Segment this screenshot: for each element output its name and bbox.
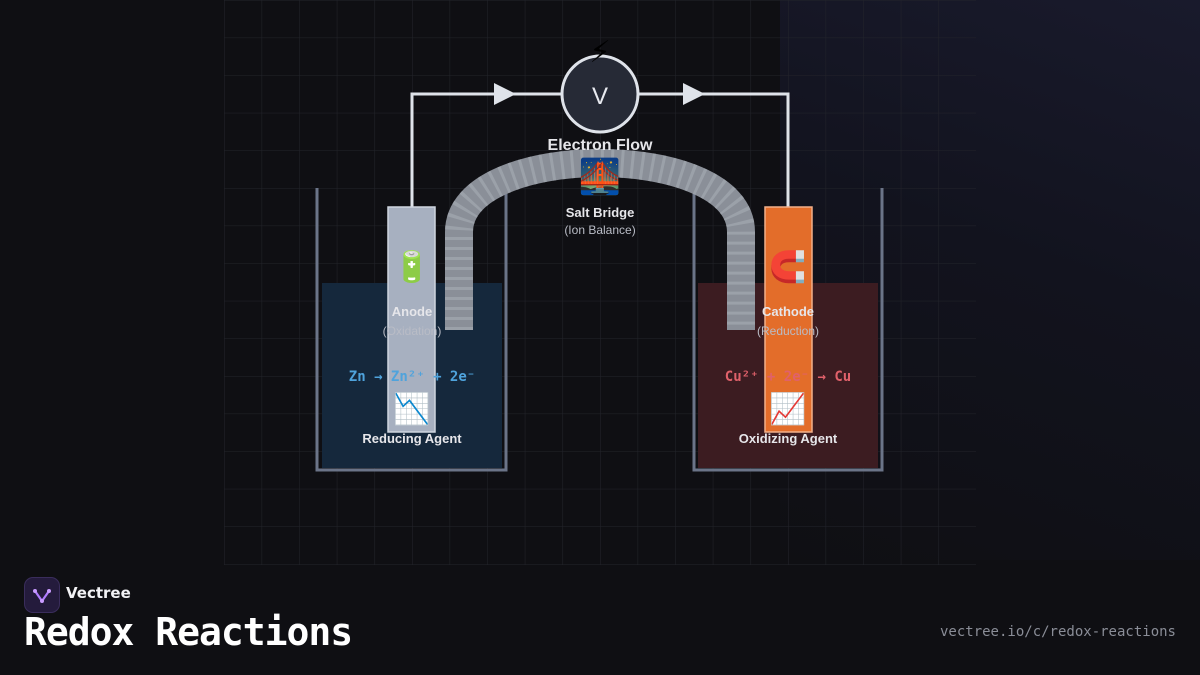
magnet-icon: 🧲 [769,250,807,285]
electron-flow-arrow-right [683,83,705,105]
cathode-subtitle: (Reduction) [756,324,820,338]
cathode-title: Cathode [762,304,814,319]
chart-decreasing-icon: 📉 [393,392,431,427]
chart-increasing-icon: 📈 [769,392,807,427]
vectree-logo-icon[interactable] [24,577,60,613]
anode-beaker [315,188,508,472]
brand-name[interactable]: Vectree [66,584,131,602]
galvanic-cell-diagram: V [224,0,976,565]
cathode-beaker [692,188,884,472]
reducing-agent-label: Reducing Agent [362,431,462,446]
anode-title: Anode [391,304,433,319]
lightning-icon: ⚡ [589,35,611,70]
anode-equation: Zn → Zn²⁺ + 2e⁻ [348,369,476,385]
voltmeter-symbol: V [592,83,608,110]
page-url[interactable]: vectree.io/c/redox-reactions [939,624,1176,640]
anode-subtitle: (Oxidation) [382,324,442,338]
salt-bridge-title: Salt Bridge [565,205,635,220]
cathode-electrode [764,206,813,433]
oxidizing-agent-label: Oxidizing Agent [738,431,838,446]
cathode-equation: Cu²⁺ + 2e⁻ → Cu [724,369,852,385]
anode-electrode [387,206,436,433]
electron-flow-label: Electron Flow [547,137,653,154]
page-title: Redox Reactions [24,610,353,654]
diagram-stage: V ⚡ Electron Flow 🌉 Salt Bridge (Ion Bal… [224,0,976,565]
bridge-icon: 🌉 [578,157,622,197]
salt-bridge-subtitle: (Ion Balance) [564,223,636,237]
battery-icon: 🔋 [393,250,431,285]
salt-bridge-texture [445,149,755,330]
voltmeter [560,54,640,134]
electron-flow-arrow-left [494,83,516,105]
